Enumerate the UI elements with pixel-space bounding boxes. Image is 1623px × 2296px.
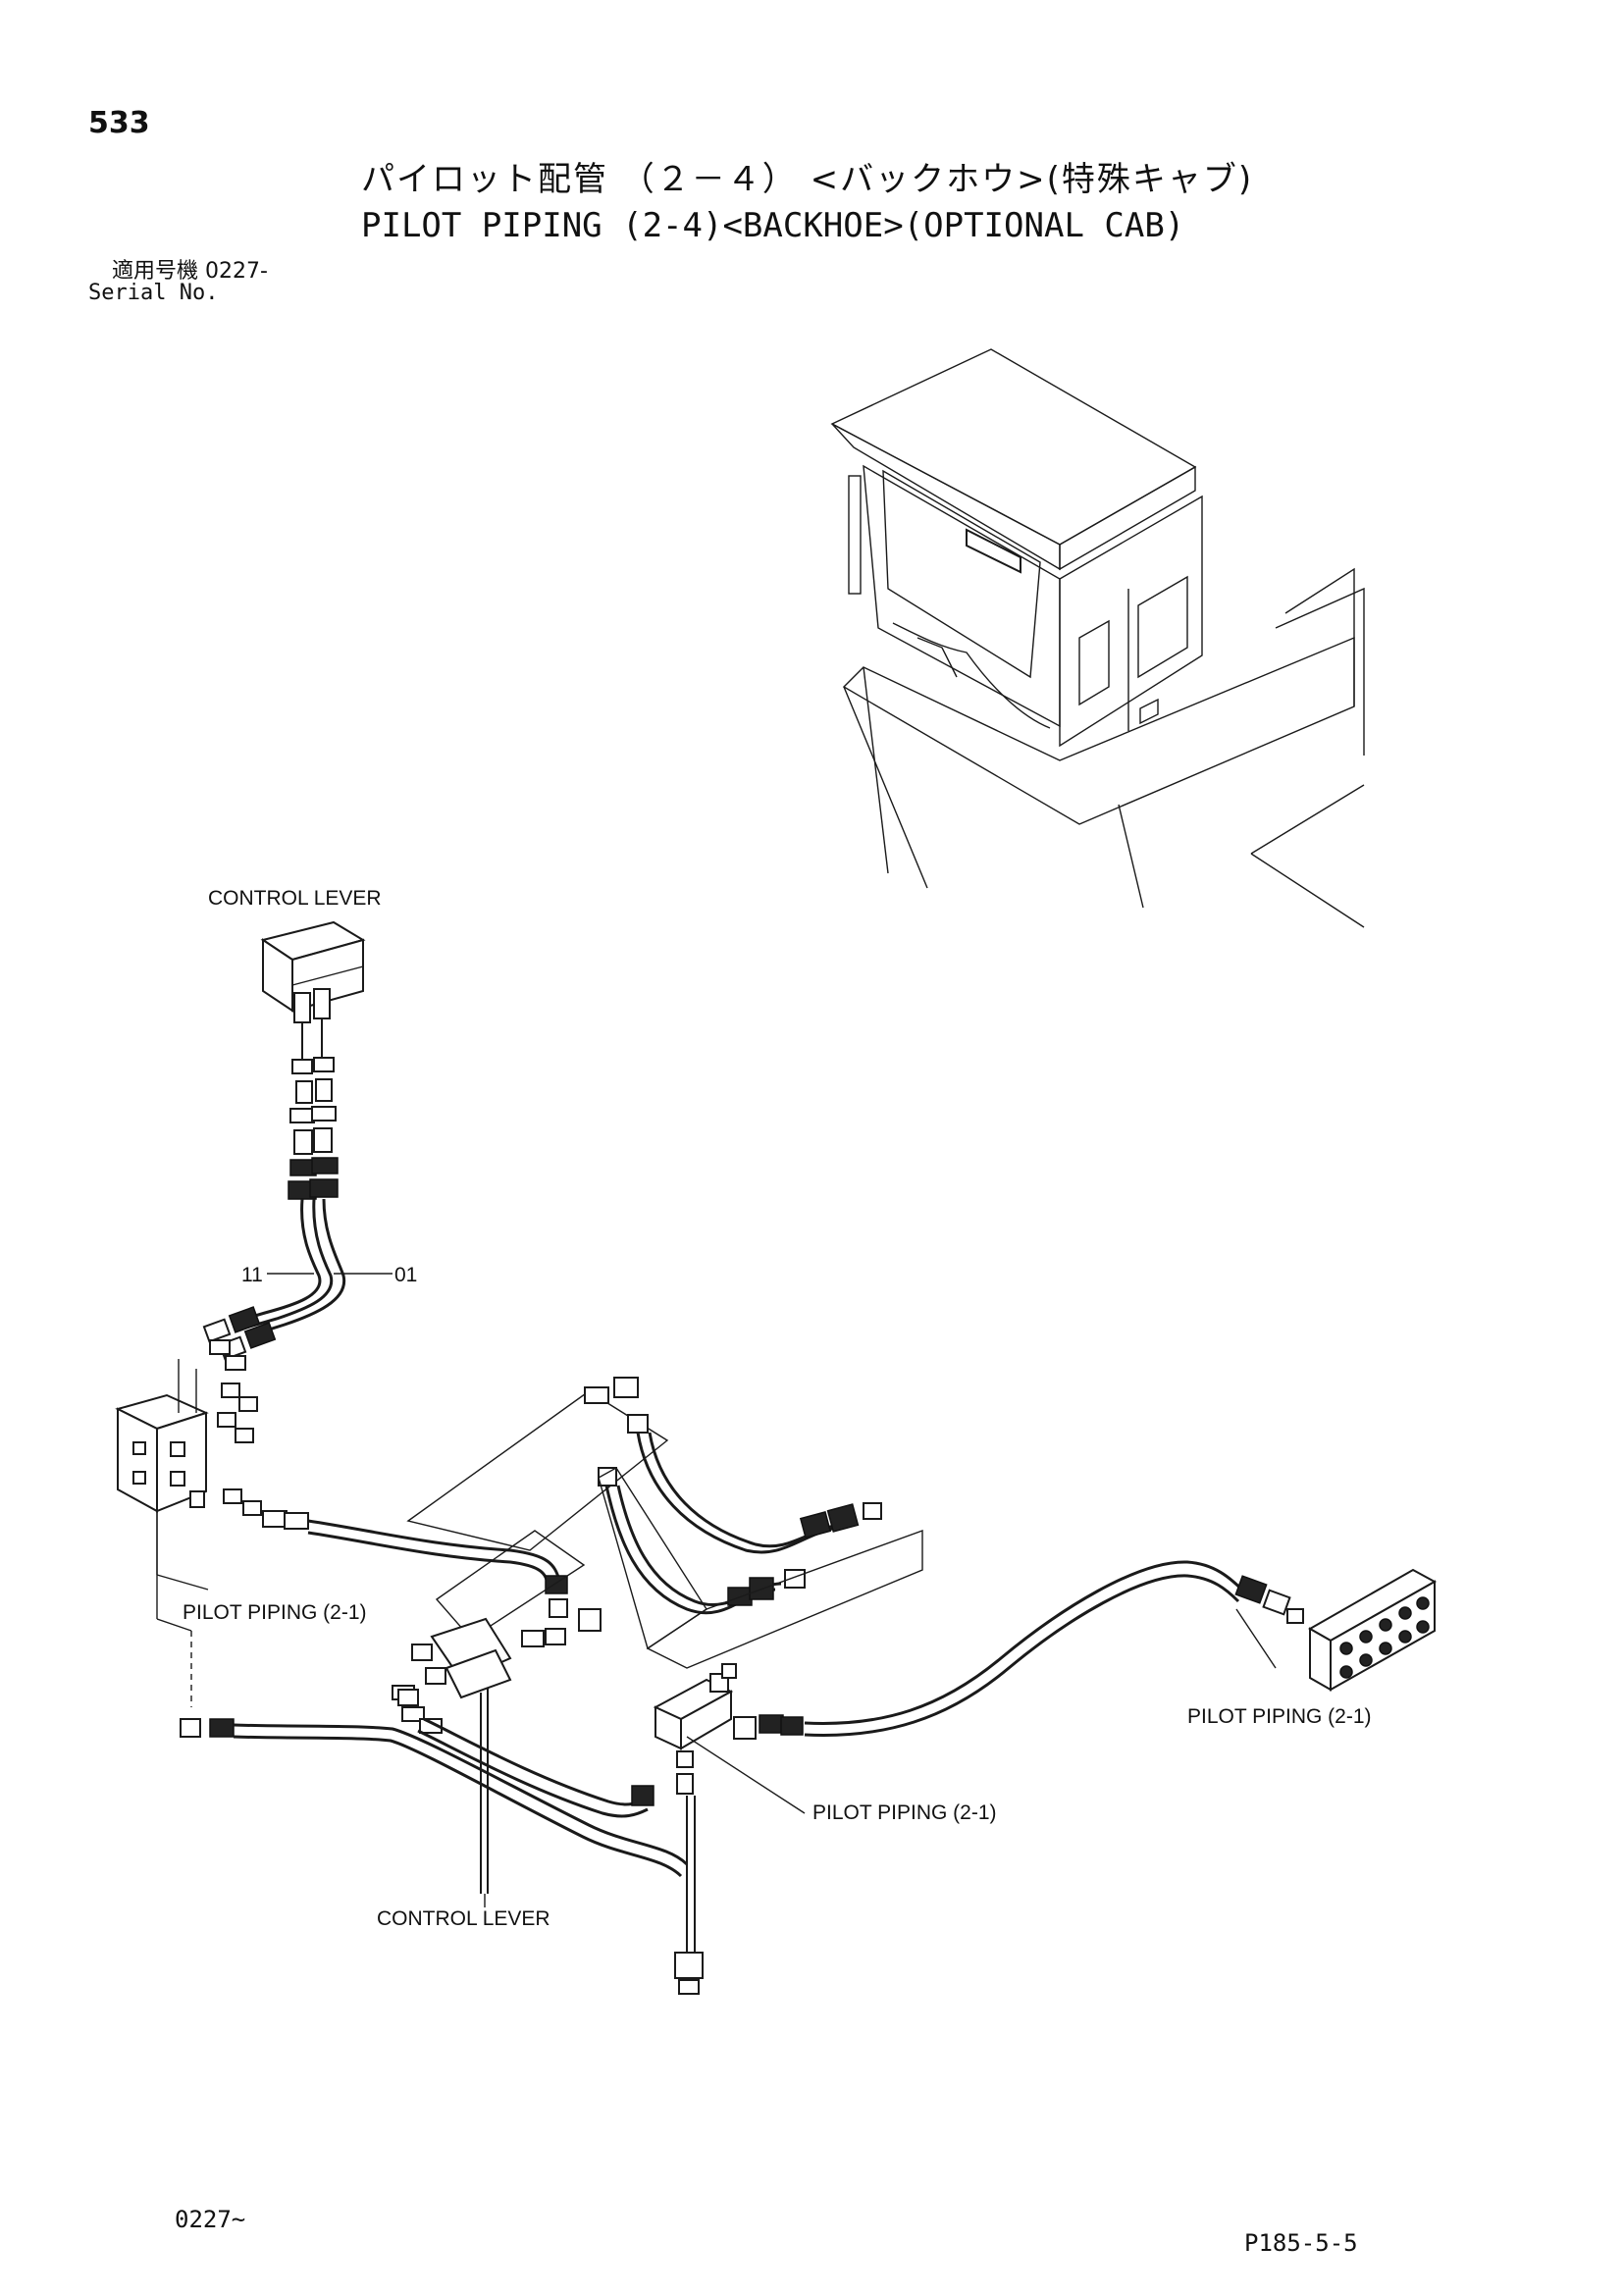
page-number: 533 [88, 106, 150, 140]
hose-run-lower [180, 1689, 689, 1878]
hose-pair-upper [202, 1198, 393, 1361]
label-control-lever-bottom: CONTROL LEVER [377, 1907, 550, 1930]
fitting-stack-top [288, 1018, 339, 1200]
pilot-valve-block-left [115, 1339, 262, 1707]
control-lever-bottom-assembly [392, 1617, 512, 1894]
part-number-11: 11 [241, 1264, 263, 1286]
pilot-valve-block-center [653, 1663, 804, 1995]
cab-illustration [830, 348, 1365, 928]
hose-run-middle [262, 1390, 669, 1647]
page-title-japanese: パイロット配管 （２－４） <バックホウ>(特殊キャブ) [361, 160, 1254, 199]
hose-run-right [804, 1560, 1304, 1737]
label-control-lever-top: CONTROL LEVER [208, 887, 382, 910]
footer-serial-range: 0227~ [175, 2206, 246, 2233]
page-title-english: PILOT PIPING (2-4)<BACKHOE>(OPTIONAL CAB… [361, 206, 1185, 245]
manifold-block-right [1307, 1568, 1438, 1692]
serial-label-japanese: 適用号機 0227- [112, 259, 268, 284]
control-lever-top-illustration [260, 920, 366, 1023]
part-number-01: 01 [394, 1264, 418, 1286]
label-pilot-piping-center: PILOT PIPING (2-1) [812, 1801, 997, 1824]
serial-label-english: Serial No. [88, 281, 219, 305]
leader-lines [484, 1736, 806, 1907]
label-pilot-piping-left: PILOT PIPING (2-1) [183, 1601, 367, 1624]
label-pilot-piping-right: PILOT PIPING (2-1) [1187, 1705, 1372, 1728]
hose-run-upper-center [584, 1377, 923, 1669]
footer-page-code: P185-5-5 [1244, 2229, 1358, 2257]
